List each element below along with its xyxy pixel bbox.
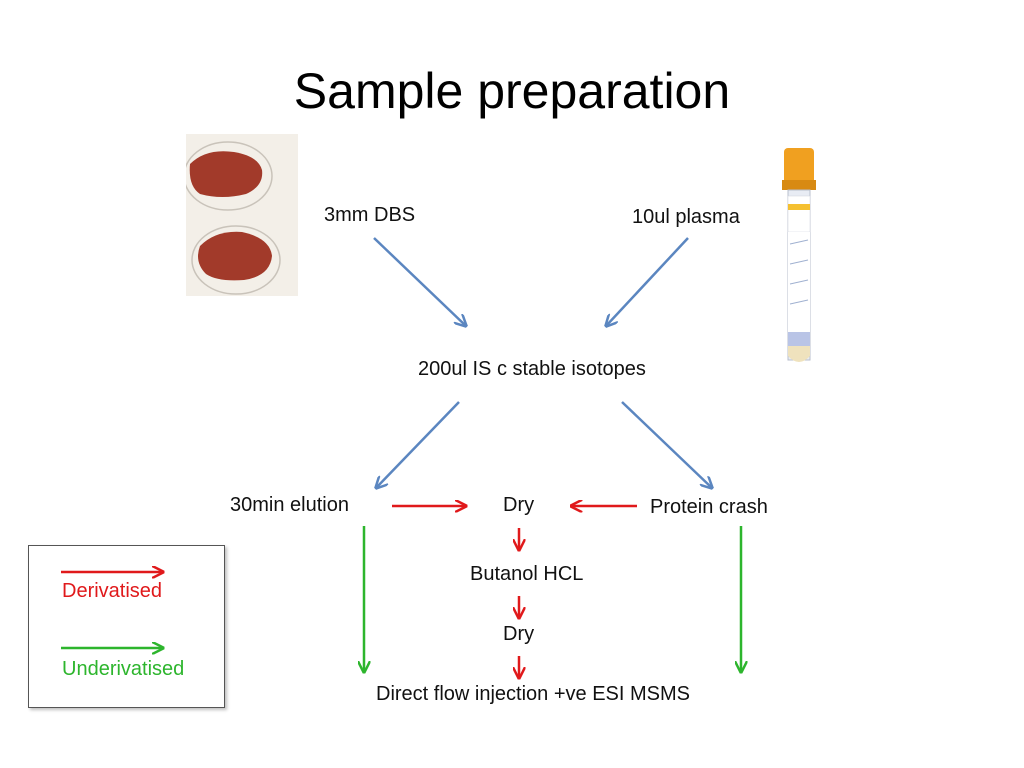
- dried-blood-spot-card-image: [186, 134, 298, 296]
- page-title: Sample preparation: [293, 63, 731, 119]
- node-dry-2: Dry: [503, 623, 535, 645]
- legend-underivatised-label: Underivatised: [62, 658, 185, 680]
- arrow-plasma-to-is: [606, 237, 689, 326]
- plasma-tube-image: [782, 148, 816, 362]
- node-dry-1: Dry: [503, 494, 535, 516]
- legend-red-arrow: [61, 562, 169, 582]
- node-dbs: 3mm DBS: [324, 204, 416, 226]
- node-internal-standard: 200ul IS c stable isotopes: [418, 358, 646, 380]
- node-plasma: 10ul plasma: [632, 206, 740, 228]
- node-injection: Direct flow injection +ve ESI MSMS: [376, 683, 690, 705]
- node-butanol-hcl: Butanol HCL: [470, 563, 584, 585]
- node-protein-crash: Protein crash: [650, 496, 768, 518]
- legend: Derivatised Underivatised: [28, 545, 225, 708]
- arrow-dbs-to-is: [373, 237, 466, 326]
- arrow-is-to-crash: [621, 401, 712, 488]
- legend-derivatised-label: Derivatised: [62, 580, 163, 602]
- arrow-is-to-elution: [376, 401, 460, 488]
- node-elution: 30min elution: [230, 494, 349, 516]
- legend-green-arrow: [61, 638, 169, 658]
